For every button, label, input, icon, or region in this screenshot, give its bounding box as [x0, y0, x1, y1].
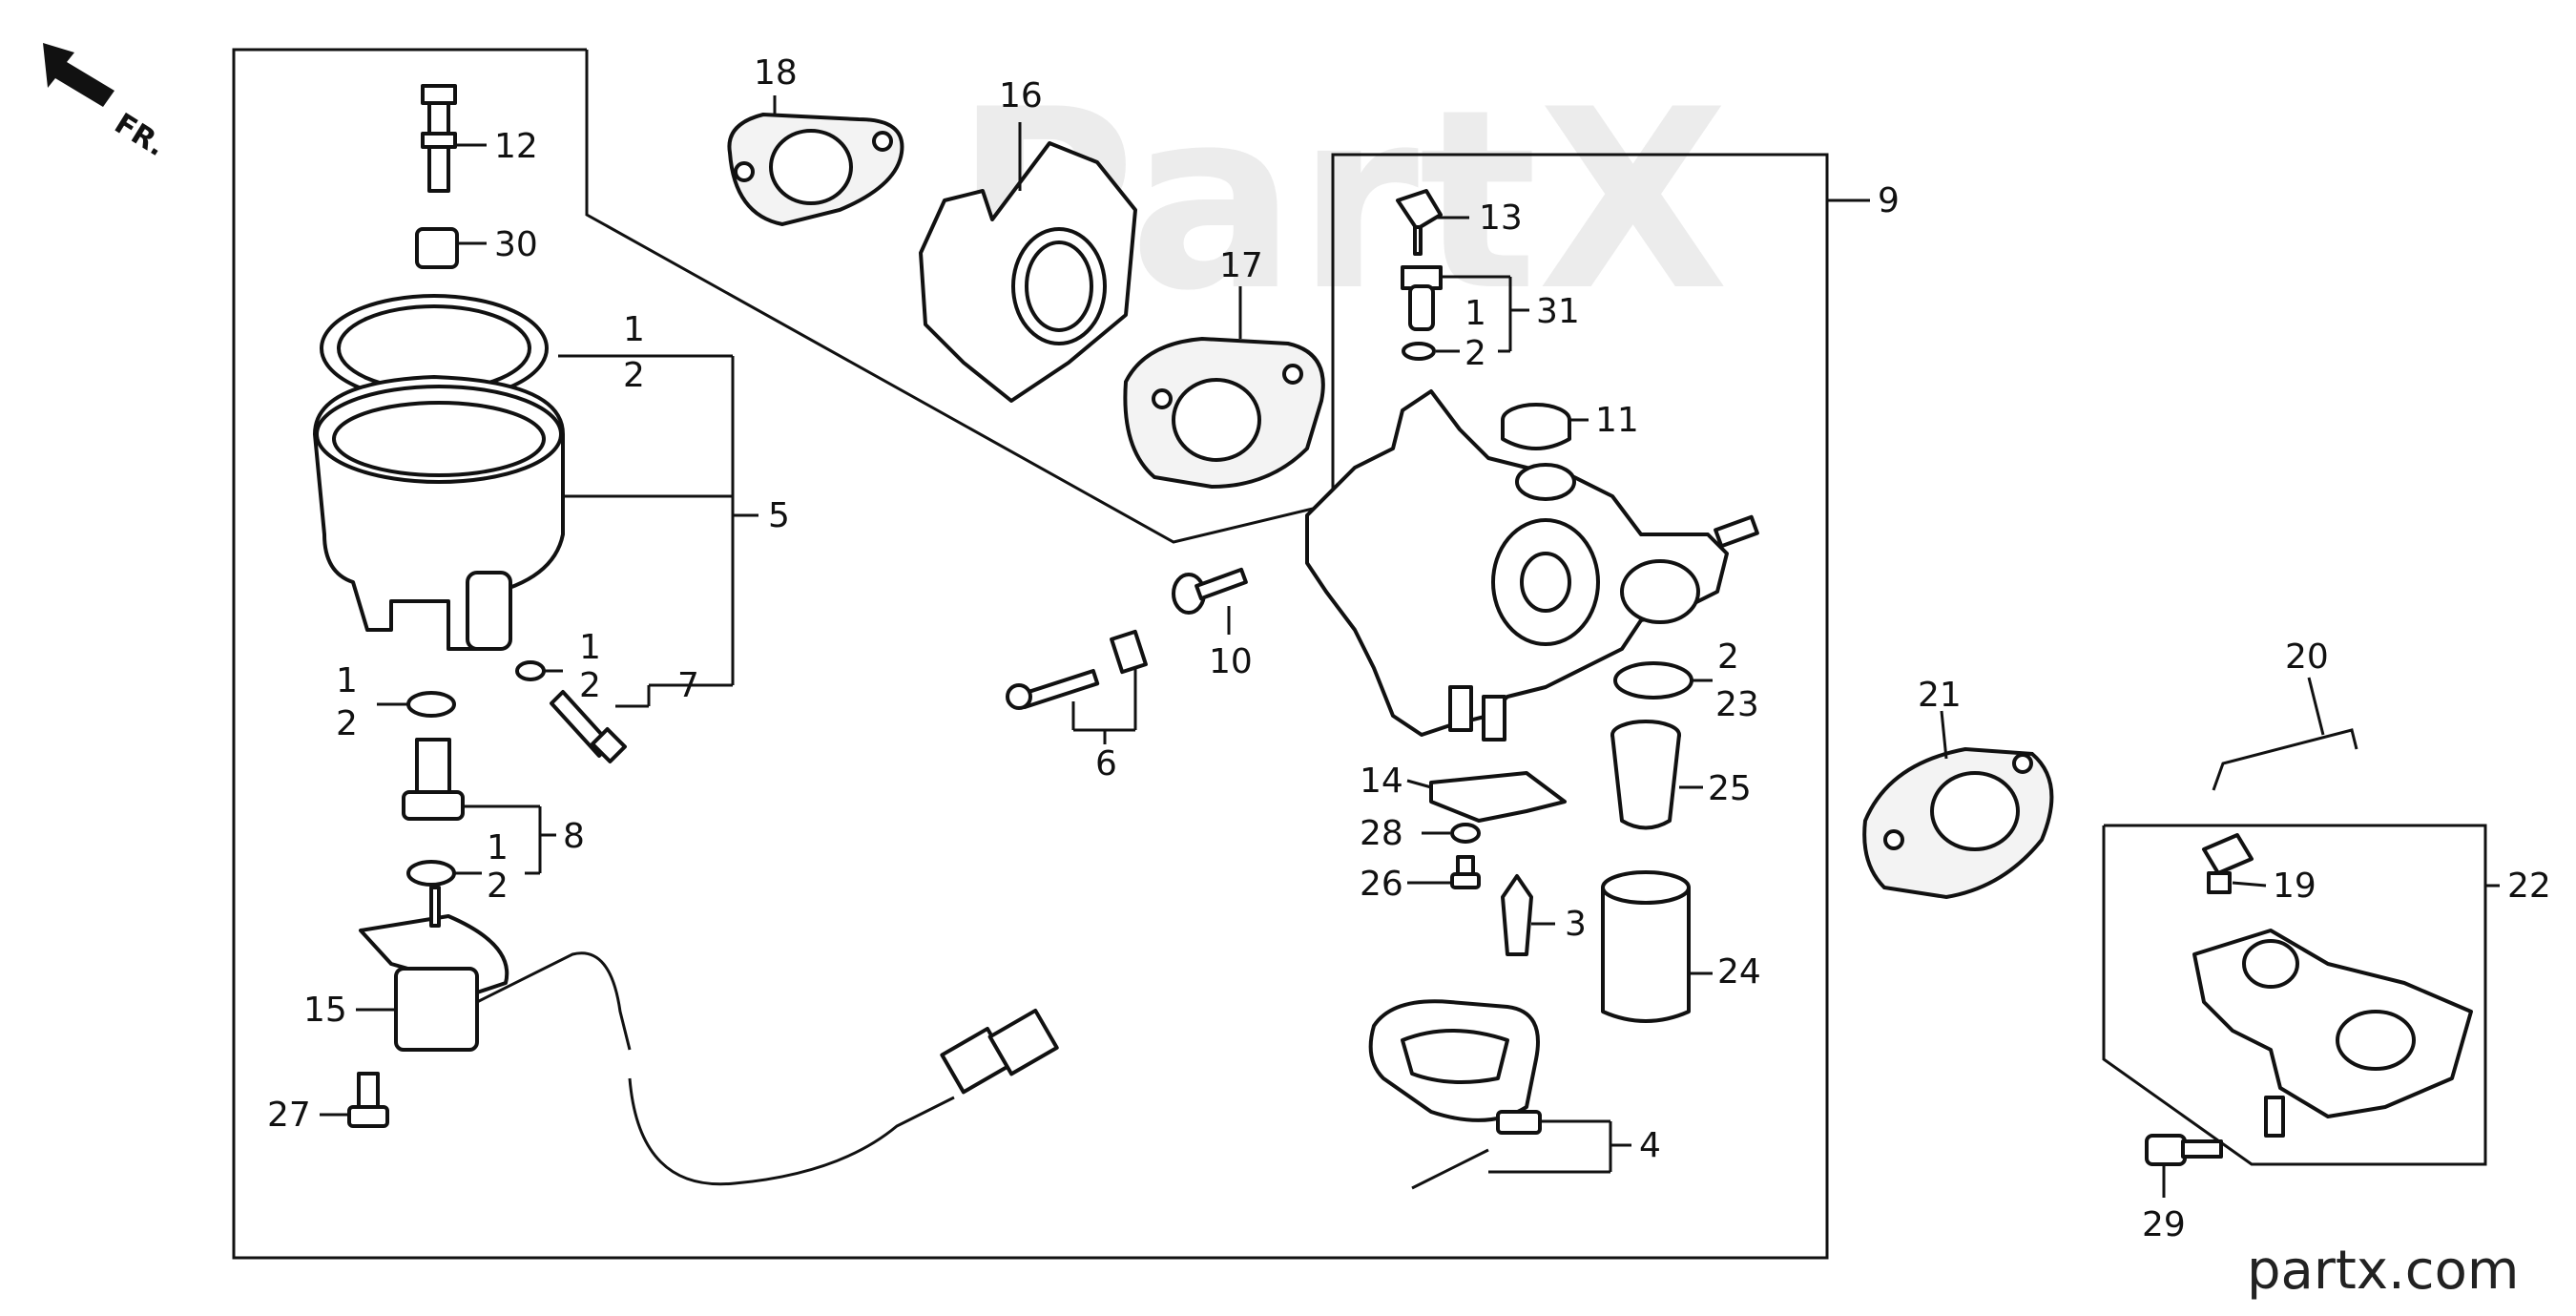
- callout-2-screw: 2: [579, 666, 601, 705]
- part-16-carburetor-insulator: [919, 141, 1137, 403]
- part-29-bolt: [2145, 1134, 2223, 1166]
- callout-9: 9: [1878, 181, 1900, 220]
- callout-14: 14: [1360, 762, 1403, 801]
- front-label: FR.: [109, 107, 172, 163]
- part-15-fuel-cut-solenoid: [359, 886, 1059, 1186]
- callout-22: 22: [2507, 867, 2551, 906]
- callout-19: 19: [2273, 867, 2316, 906]
- part-14-plate: [1429, 771, 1567, 823]
- callout-1-screw: 1: [579, 628, 601, 667]
- callout-2-washer: 2: [336, 704, 358, 743]
- part-5-float-bowl: [313, 294, 565, 651]
- callout-31: 31: [1536, 292, 1580, 331]
- main-assembly-outline: [232, 48, 1829, 1260]
- part-13-choke-knob: [1396, 189, 1443, 256]
- washer-lower: [406, 860, 456, 887]
- callout-15: 15: [303, 991, 347, 1030]
- part-3-float-valve: [1501, 874, 1533, 956]
- part-31-valve: [1401, 265, 1443, 361]
- part-26-screw: [1450, 855, 1481, 889]
- callout-25: 25: [1708, 769, 1752, 808]
- part-18-insulator-gasket: [727, 112, 904, 227]
- part-27-screw: [347, 1072, 389, 1128]
- part-30-nut: [415, 227, 459, 269]
- callout-2-bowl: 2: [623, 356, 645, 395]
- callout-6: 6: [1095, 744, 1117, 783]
- callout-1-valve: 1: [1465, 294, 1486, 333]
- part-12-drain-stud: [421, 84, 457, 193]
- front-direction-indicator: FR.: [43, 43, 171, 163]
- part-6-pilot-screw: [1006, 629, 1148, 710]
- callout-1-bowl: 1: [623, 310, 645, 349]
- leader-lines: [320, 95, 2500, 1198]
- callout-24: 24: [1717, 952, 1761, 992]
- callout-20: 20: [2285, 637, 2329, 677]
- callout-3: 3: [1565, 905, 1587, 944]
- part-23-seal: [1613, 661, 1693, 700]
- callout-29: 29: [2142, 1205, 2186, 1244]
- callout-2-bolt: 2: [487, 867, 509, 906]
- callout-1-bolt: 1: [487, 828, 509, 867]
- callout-26: 26: [1360, 865, 1403, 904]
- front-arrow-icon: [43, 43, 114, 107]
- callout-21: 21: [1918, 676, 1962, 715]
- callout-28: 28: [1360, 814, 1403, 853]
- callout-10: 10: [1209, 642, 1253, 681]
- callout-7: 7: [677, 666, 699, 705]
- callout-13: 13: [1479, 198, 1523, 238]
- callout-1-washer: 1: [336, 661, 358, 700]
- part-28-washer: [1450, 823, 1481, 844]
- callout-16: 16: [999, 76, 1043, 115]
- brand-label[interactable]: partx.com: [2247, 1240, 2519, 1302]
- part-8-bowl-bolt: [402, 738, 465, 821]
- callout-11: 11: [1595, 401, 1639, 440]
- part-22-choke-assembly: [2192, 929, 2473, 1138]
- callout-2-valve: 2: [1465, 334, 1486, 373]
- part-7-drain-screw: [515, 660, 627, 763]
- callout-4: 4: [1639, 1126, 1661, 1165]
- callout-23: 23: [1715, 685, 1759, 724]
- part-24-float-chamber-insert: [1601, 870, 1691, 1023]
- callout-2-seal: 2: [1717, 637, 1739, 677]
- part-11-cap: [1501, 403, 1571, 450]
- callout-18: 18: [754, 53, 798, 93]
- callout-5: 5: [768, 496, 790, 535]
- part-9-carburetor-body: [1305, 389, 1759, 742]
- part-21-gasket: [1862, 746, 2054, 900]
- part-17-carburetor-gasket: [1123, 336, 1325, 490]
- part-20-choke-rod: [2212, 728, 2358, 791]
- part-10-screw: [1172, 567, 1248, 615]
- choke-assembly-box: [2102, 824, 2487, 1166]
- callout-30: 30: [494, 225, 538, 264]
- callout-12: 12: [494, 127, 538, 166]
- part-19-clip: [2202, 833, 2254, 894]
- callout-8: 8: [563, 817, 585, 856]
- callout-27: 27: [267, 1096, 311, 1135]
- part-4-float: [1368, 999, 1542, 1190]
- callout-17: 17: [1219, 246, 1263, 285]
- part-25-fuel-filter: [1610, 720, 1681, 830]
- callout-labels: 12 30 1 2 5 1 2 7 1 2 8 1 2 15 27 18 16 …: [267, 53, 2551, 1244]
- washer-upper: [406, 691, 456, 718]
